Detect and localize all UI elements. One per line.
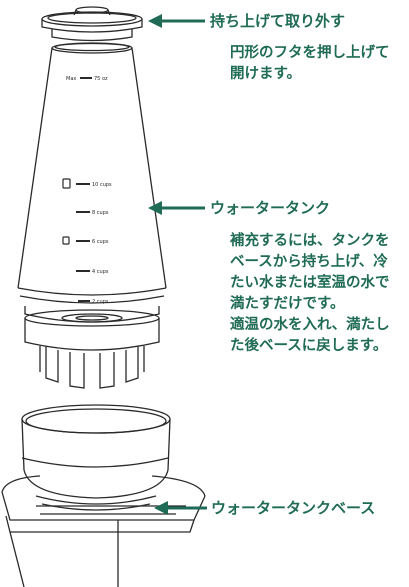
marking-oz: 75 oz (94, 76, 108, 82)
tank-description-line: 満たすだけです。 (230, 296, 345, 312)
tank-description: 補充するには、タンクを ベースから持ち上げ、冷 たい水または室温の水で 満たすだ… (230, 231, 390, 357)
base-label: ウォータータンクベース (211, 499, 376, 517)
marking-2-cups: 2 cups (92, 299, 109, 305)
tank-description-line: た後ベースに戻します。 (230, 338, 388, 354)
marking-max: Max (66, 76, 76, 82)
water-tank-base (1, 404, 206, 587)
base-arrow (154, 501, 207, 515)
tank-arrow (148, 201, 205, 215)
tank-lid (41, 6, 143, 42)
lid-description-line: 円形のフタを押し上げて (230, 45, 390, 61)
tank-description-line: 適温の水を入れ、満たし (230, 317, 390, 333)
marking-6-cups: 6 cups (92, 239, 109, 245)
lid-description: 円形のフタを押し上げて 開けます。 (230, 43, 390, 85)
marking-10-cups: 10 cups (92, 182, 112, 188)
tank-label: ウォータータンク (210, 199, 331, 217)
lid-arrow (148, 14, 205, 28)
tank-marking-ticks (76, 77, 92, 302)
marking-8-cups: 8 cups (92, 210, 109, 216)
lid-label: 持ち上げて取り外す (210, 12, 346, 30)
marking-4-cups: 4 cups (92, 269, 109, 275)
lid-description-line: 開けます。 (230, 66, 302, 82)
water-tank-body (17, 42, 167, 389)
tank-description-line: たい水または室温の水で (230, 275, 390, 291)
tank-description-line: 補充するには、タンクを (230, 233, 390, 249)
cup-icons (62, 178, 71, 245)
tank-description-line: ベースから持ち上げ、冷 (230, 254, 388, 270)
